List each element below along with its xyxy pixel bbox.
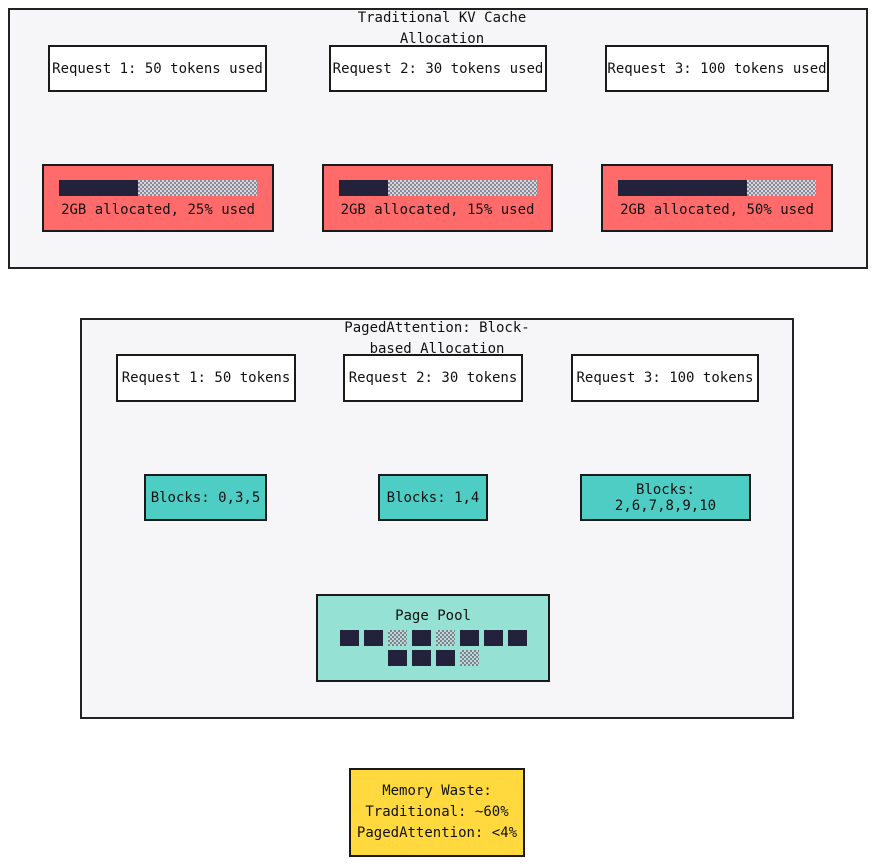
paged-group-title: PagedAttention: Block-based Allocation [344,320,530,357]
trad-alloc-2-bar [338,180,537,196]
page-pool-block-used [435,650,455,666]
page-pool-block-free [435,630,455,646]
trad-alloc-2-bar-used [338,180,388,196]
trad-alloc-1-label: 2GB allocated, 25% used [61,202,255,218]
trad-request-3: Request 3: 100 tokens used [605,45,829,92]
summary-line-3: PagedAttention: <4% [356,825,518,841]
paged-request-2: Request 2: 30 tokens [343,354,523,402]
trad-request-2-label: Request 2: 30 tokens used [332,60,544,77]
trad-alloc-3: 2GB allocated, 50% used [601,164,833,232]
page-pool-block-used [339,630,359,646]
trad-alloc-3-bar-free [746,180,816,196]
page-pool-block-used [411,650,431,666]
page-pool-block-free [459,650,479,666]
trad-alloc-3-label: 2GB allocated, 50% used [620,202,814,218]
trad-request-1: Request 1: 50 tokens used [48,45,267,92]
page-pool-block-used [363,630,383,646]
paged-request-1-label: Request 1: 50 tokens [121,370,291,386]
paged-request-1: Request 1: 50 tokens [116,354,296,402]
page-pool-block-used [507,630,527,646]
trad-alloc-2-bar-free [388,180,537,196]
paged-blocks-2: Blocks: 1,4 [378,474,488,521]
page-pool-block-used [411,630,431,646]
paged-request-3-label: Request 3: 100 tokens [576,370,754,386]
trad-request-1-label: Request 1: 50 tokens used [52,60,263,77]
trad-alloc-1-bar [59,180,257,196]
trad-alloc-2: 2GB allocated, 15% used [322,164,553,232]
trad-alloc-3-bar-used [618,180,747,196]
memory-waste-summary: Memory Waste: Traditional: ~60% PagedAtt… [349,768,525,857]
paged-blocks-3: Blocks: 2,6,7,8,9,10 [580,474,751,521]
page-pool: Page Pool [316,594,550,682]
summary-line-1: Memory Waste: [382,783,492,799]
paged-request-3: Request 3: 100 tokens [571,354,759,402]
page-pool-row-2 [387,650,479,666]
trad-alloc-1: 2GB allocated, 25% used [42,164,274,232]
paged-blocks-1-label: Blocks: 0,3,5 [150,489,261,506]
page-pool-row-1 [339,630,527,646]
trad-alloc-2-label: 2GB allocated, 15% used [340,202,535,218]
page-pool-block-used [483,630,503,646]
paged-request-2-label: Request 2: 30 tokens [348,370,518,386]
page-pool-block-used [459,630,479,646]
paged-blocks-2-label: Blocks: 1,4 [386,489,480,506]
trad-request-3-label: Request 3: 100 tokens used [607,60,827,77]
traditional-group-title: Traditional KV Cache Allocation [357,10,527,47]
trad-alloc-1-bar-free [138,180,257,196]
paged-blocks-3-label: Blocks: 2,6,7,8,9,10 [614,481,717,514]
page-pool-block-free [387,630,407,646]
summary-line-2: Traditional: ~60% [365,804,509,820]
trad-alloc-1-bar-used [59,180,139,196]
trad-request-2: Request 2: 30 tokens used [329,45,547,92]
page-pool-label: Page Pool [395,608,471,624]
trad-alloc-3-bar [618,180,816,196]
paged-blocks-1: Blocks: 0,3,5 [144,474,267,521]
page-pool-block-used [387,650,407,666]
